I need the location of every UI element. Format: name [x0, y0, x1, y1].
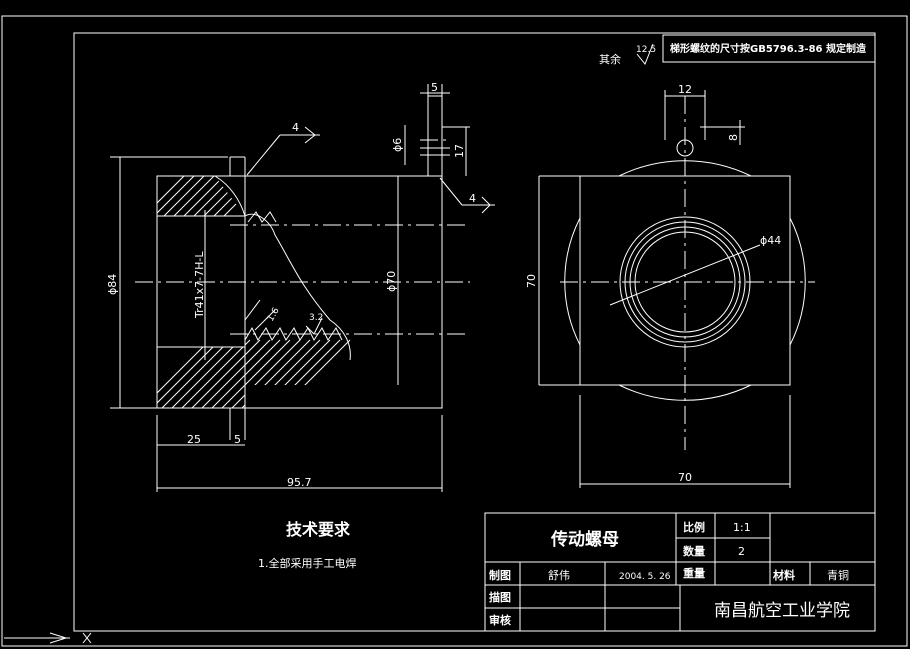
dim-95-7: 95.7	[287, 476, 312, 489]
checked-label: 审核	[489, 613, 511, 627]
ucs-icon	[4, 632, 92, 644]
dim-phi44: ϕ44	[760, 234, 781, 247]
note-text: 梯形螺纹的尺寸按GB5796.3-86 规定制造	[670, 42, 867, 55]
material-label: 材料	[773, 568, 795, 582]
dim-70-left: 70	[525, 274, 538, 288]
dim-8: 8	[727, 134, 740, 141]
drawn-date: 2004. 5. 26	[619, 572, 671, 582]
school-name: 南昌航空工业学院	[714, 601, 850, 621]
dim-phi70: ϕ70	[385, 271, 398, 292]
roughness-3-2: 3.2	[309, 313, 323, 323]
end-view-dimensions: 70 70 12 8 ϕ44	[525, 83, 791, 488]
drawing-border	[73, 32, 876, 632]
tech-title: 技术要求	[286, 520, 351, 539]
svg-text:12.5: 12.5	[636, 45, 656, 55]
dim-25: 25	[187, 433, 201, 446]
roughness-symbol: 12.5	[636, 43, 656, 65]
qty-value: 2	[738, 545, 745, 558]
qty-label: 数量	[683, 544, 705, 558]
dim-12: 12	[678, 83, 692, 96]
note-prefix: 其余	[599, 52, 621, 66]
dim-17: 17	[453, 144, 466, 158]
dim-phi84: ϕ84	[106, 274, 119, 295]
dim-5-bottom: 5	[234, 433, 241, 446]
end-view	[539, 96, 815, 450]
note-box	[662, 34, 876, 63]
dim-5-top: 5	[431, 81, 438, 94]
dim-phi6: ϕ6	[391, 138, 404, 152]
title-block	[484, 512, 876, 632]
section-dimensions: ϕ84 Tr41x7-7H-L ϕ70 25 5 95.7 5 17 ϕ6 4 …	[106, 81, 495, 492]
roughness-1-6: 1.6	[266, 306, 282, 324]
scale-value: 1:1	[733, 521, 751, 534]
section-view	[135, 95, 470, 440]
dim-70-bottom: 70	[678, 471, 692, 484]
outer-frame	[1, 15, 908, 647]
material-value: 青铜	[827, 568, 849, 582]
traced-label: 描图	[489, 590, 511, 604]
weight-label: 重量	[683, 566, 705, 580]
drawn-label: 制图	[489, 568, 511, 582]
dim-thread: Tr41x7-7H-L	[193, 251, 206, 319]
scale-label: 比例	[683, 520, 705, 534]
part-name: 传动螺母	[550, 529, 619, 550]
tech-item-1: 1.全部采用手工电焊	[258, 556, 357, 570]
drawn-name: 舒伟	[548, 568, 570, 582]
roughness-4-b: 4	[469, 192, 476, 205]
roughness-4-a: 4	[292, 121, 299, 134]
